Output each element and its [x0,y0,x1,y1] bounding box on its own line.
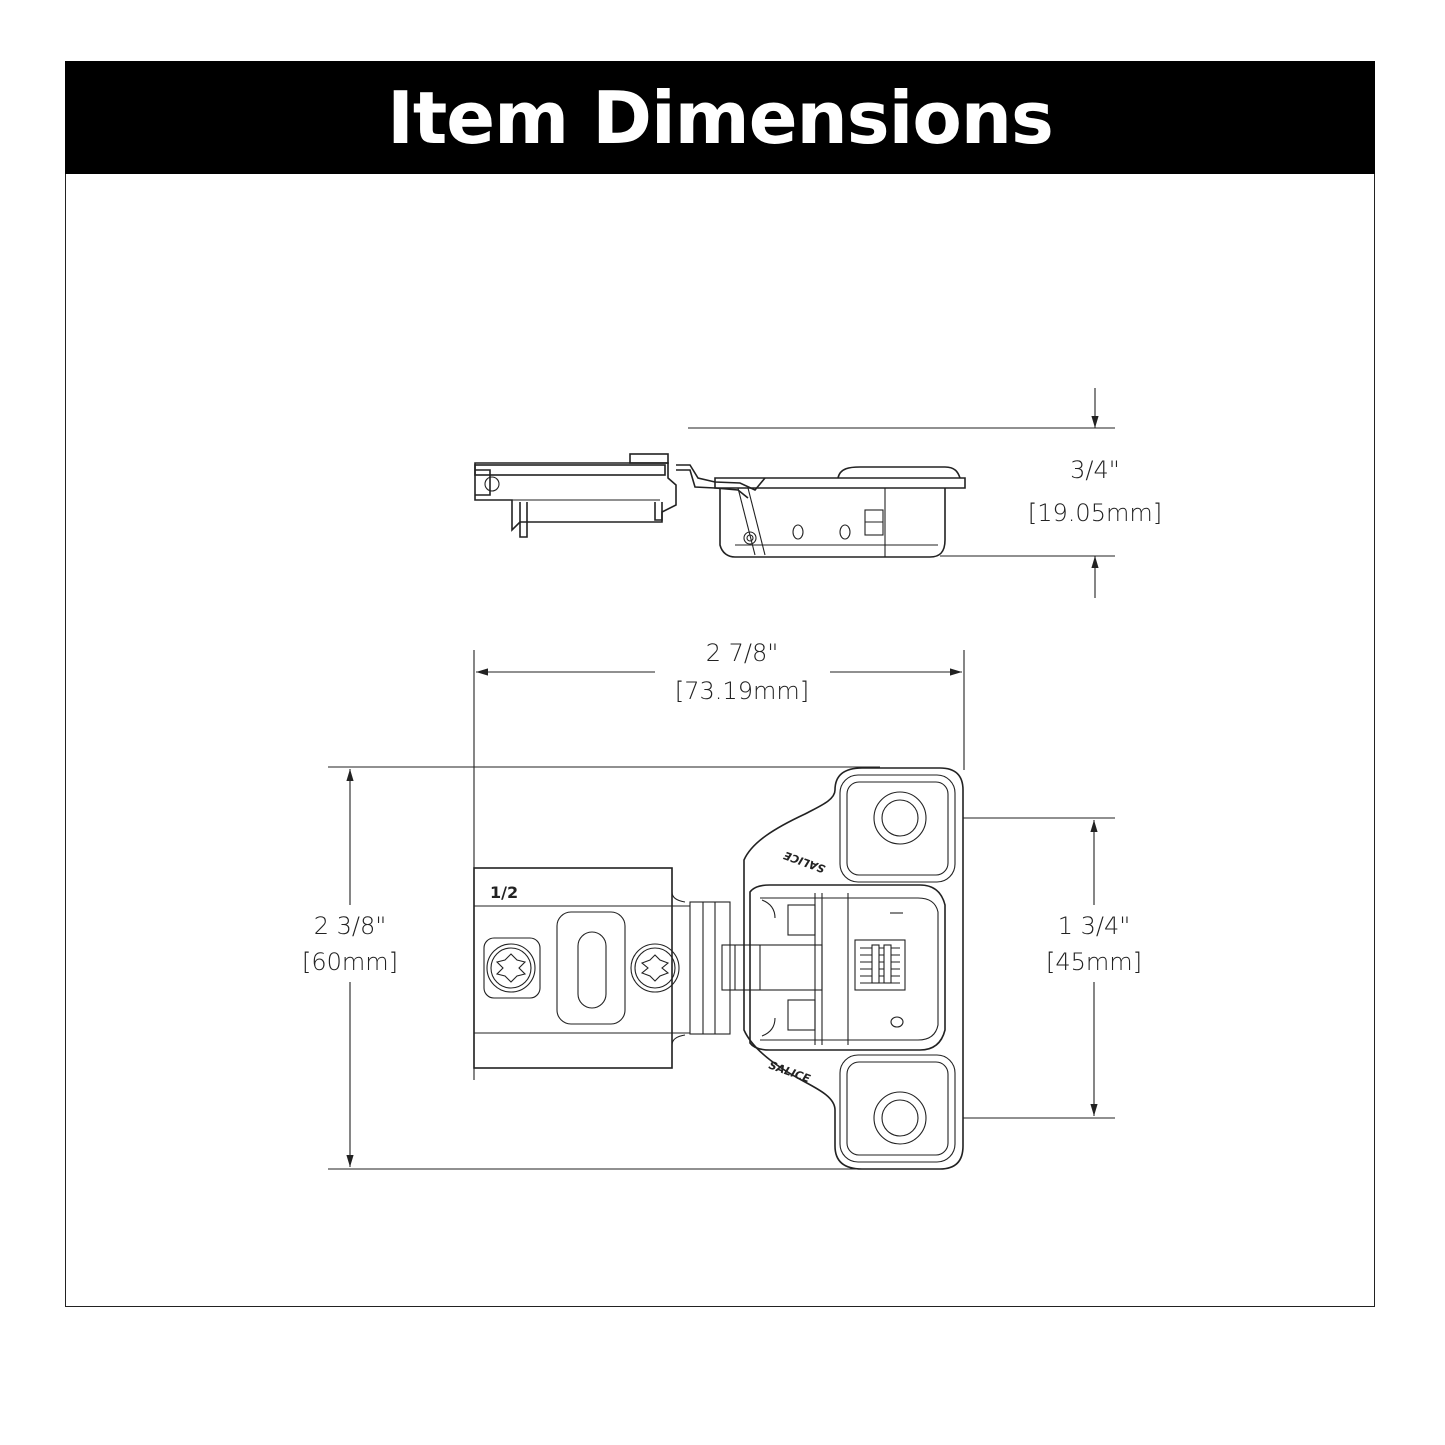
adjustment-grip-icon [860,944,900,984]
top-view: 1/2 [473,767,964,1170]
hole-spacing-dimension: 1 3/4" [45mm] [900,817,1142,1119]
side-height-metric: [19.05mm] [1028,499,1162,527]
side-height-imperial: 3/4" [1070,456,1120,484]
width-imperial: 2 7/8" [706,639,779,667]
title-bar: Item Dimensions [65,61,1375,174]
screw-icon [495,953,527,983]
overall-height-imperial: 2 3/8" [314,912,387,940]
overall-height-dimension: 2 3/8" [60mm] [302,766,880,1170]
width-dimension: 2 7/8" [73.19mm] [473,639,965,1080]
arm-marking: 1/2 [490,883,518,902]
hole-spacing-metric: [45mm] [1046,948,1142,976]
page-title: Item Dimensions [387,75,1054,160]
hole-spacing-imperial: 1 3/4" [1058,912,1131,940]
screw-icon [640,954,670,982]
overall-height-metric: [60mm] [302,948,398,976]
side-height-dimension: 3/4" [19.05mm] [688,388,1162,598]
side-view [474,453,966,558]
width-metric: [73.19mm] [675,677,809,705]
